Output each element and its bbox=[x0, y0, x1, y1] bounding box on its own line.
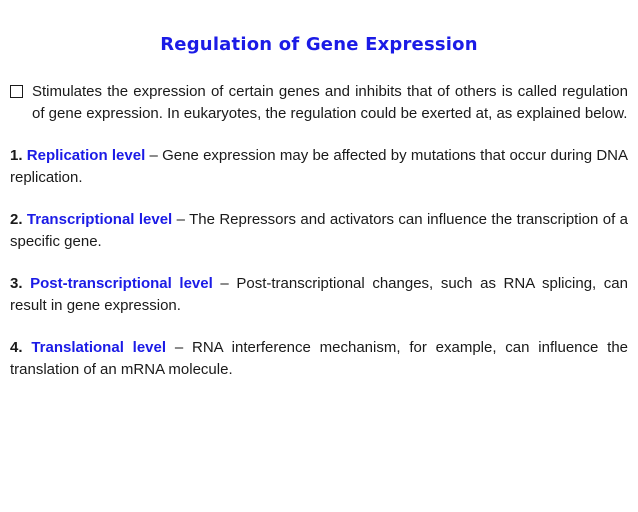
numbered-item-3: 3. Post-transcriptional level – Post-tra… bbox=[10, 273, 628, 317]
empty-checkbox-bullet-icon bbox=[10, 85, 23, 98]
item-separator: – bbox=[176, 211, 185, 228]
item-text: Post-transcriptional changes, such as RN… bbox=[10, 275, 628, 314]
numbered-item-2: 2. Transcriptional level – The Repressor… bbox=[10, 209, 628, 253]
item-text: The Repressors and activators can influe… bbox=[10, 211, 628, 250]
page-title: Regulation of Gene Expression bbox=[160, 34, 478, 55]
item-text: RNA interference mechanism, for example,… bbox=[10, 339, 628, 378]
item-label: Replication level bbox=[26, 147, 146, 164]
item-separator: – bbox=[149, 147, 158, 164]
item-number: 2. bbox=[10, 211, 23, 228]
item-number: 3. bbox=[10, 275, 23, 292]
item-label: Post-transcriptional level bbox=[30, 275, 213, 292]
item-separator: – bbox=[174, 339, 184, 356]
numbered-item-1: 1. Replication level – Gene expression m… bbox=[10, 145, 628, 189]
item-label: Transcriptional level bbox=[26, 211, 173, 228]
item-text: Gene expression may be affected by mutat… bbox=[10, 147, 628, 186]
slide: Regulation of Gene Expression Stimulates… bbox=[0, 34, 638, 512]
item-label: Translational level bbox=[31, 339, 167, 356]
item-number: 4. bbox=[10, 339, 23, 356]
numbered-item-4: 4. Translational level – RNA interferenc… bbox=[10, 337, 628, 381]
item-number: 1. bbox=[10, 147, 23, 164]
bullet-text: Stimulates the expression of certain gen… bbox=[32, 83, 628, 122]
item-separator: – bbox=[220, 275, 229, 292]
bullet-point: Stimulates the expression of certain gen… bbox=[10, 81, 628, 125]
